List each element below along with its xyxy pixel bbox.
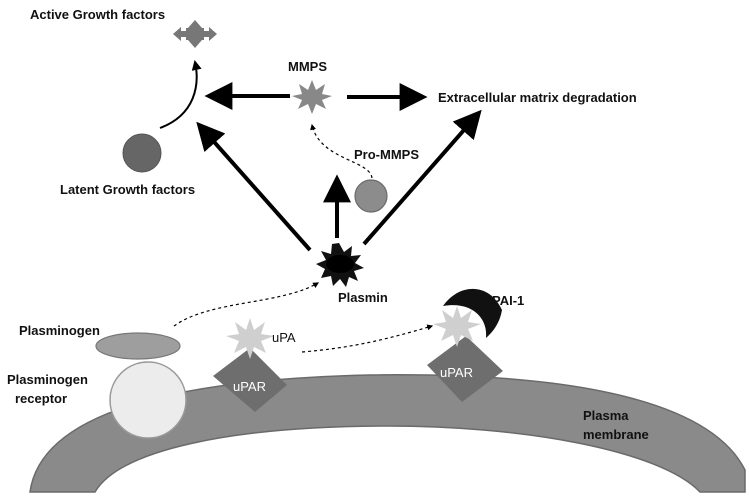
- plasminogen-to-plasmin-arrow: [173, 282, 320, 327]
- upar-right-label: uPAR: [440, 365, 473, 380]
- pro-mmps-to-mmps-arrow: [310, 123, 373, 179]
- upa-left: [226, 318, 274, 359]
- upa-right: [433, 306, 481, 347]
- mmps: [292, 80, 332, 114]
- upar-right: [427, 336, 503, 402]
- plasma-membrane-label-line2: membrane: [583, 427, 649, 442]
- plasminogen-label: Plasminogen: [19, 323, 100, 338]
- upar-left-label: uPAR: [233, 379, 266, 394]
- upar-left: [213, 348, 287, 412]
- latent-growth-factor: [122, 133, 162, 173]
- latent-growth-factors-label: Latent Growth factors: [60, 182, 195, 197]
- plasmin-to-latent-arrow: [196, 121, 312, 252]
- plasmin: [316, 243, 364, 287]
- pai1-label: PAI-1: [492, 293, 524, 308]
- mmps-label: MMPS: [288, 59, 327, 74]
- active-growth-factor: [173, 20, 217, 48]
- plasminogen-receptor: [109, 361, 187, 439]
- latent-to-active-arrow: [159, 60, 202, 129]
- pai1: [443, 288, 502, 338]
- plasmin-label: Plasmin: [338, 290, 388, 305]
- pro-mmps: [354, 179, 388, 213]
- active-growth-factors-label: Active Growth factors: [30, 7, 165, 22]
- plasma-membrane: [29, 374, 746, 493]
- ecm-degradation-label: Extracellular matrix degradation: [438, 90, 637, 105]
- plasminogen: [95, 332, 181, 360]
- upa-label: uPA: [272, 330, 296, 345]
- plasminogen-receptor-label-line1: Plasminogen: [7, 372, 88, 387]
- upa-to-pai1-arrow: [301, 324, 434, 353]
- pro-mmps-label: Pro-MMPS: [354, 147, 419, 162]
- plasminogen-receptor-label-line2: receptor: [15, 391, 67, 406]
- plasmin-to-ecm-arrow: [362, 109, 482, 246]
- plasma-membrane-label-line1: Plasma: [583, 408, 629, 423]
